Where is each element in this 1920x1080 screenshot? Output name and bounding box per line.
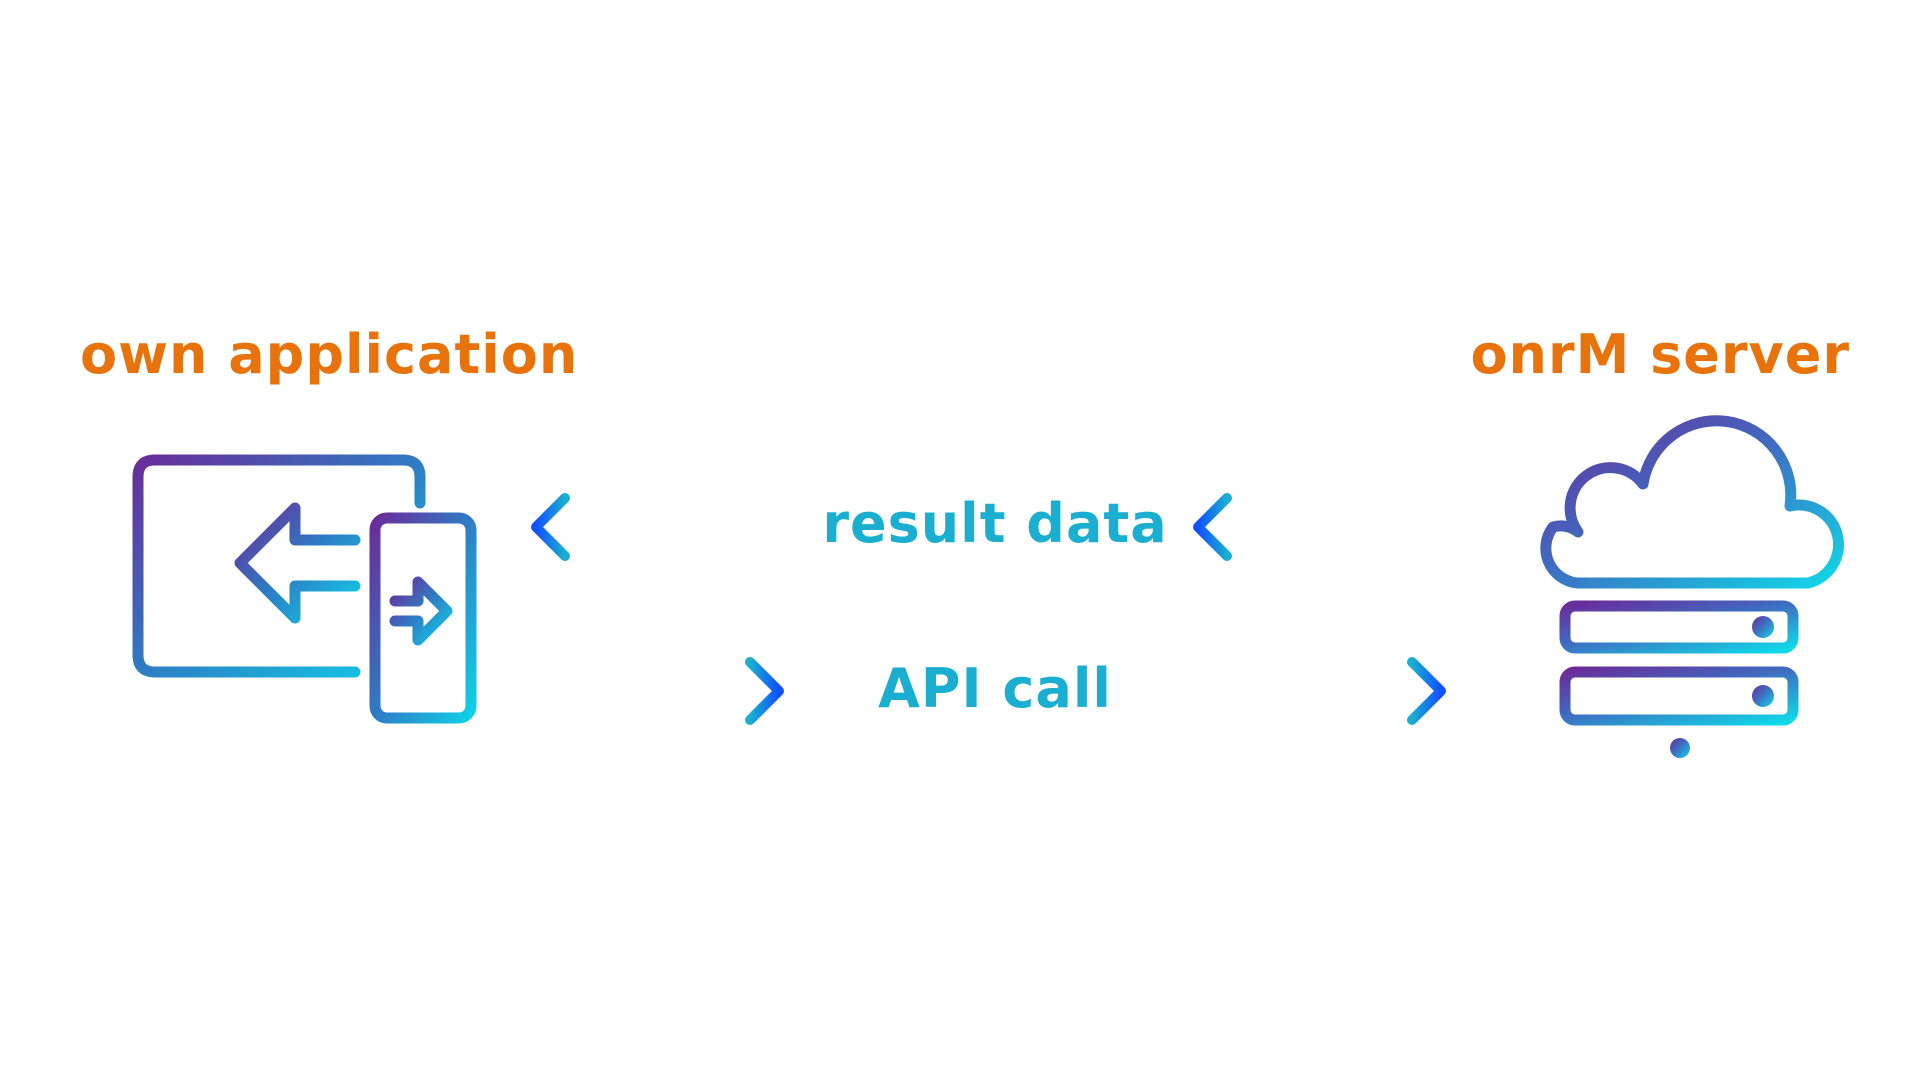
server-title: onrM server bbox=[1470, 323, 1850, 386]
computer-and-phone-sync-icon bbox=[132, 454, 477, 728]
result-arrow-right bbox=[1193, 493, 1447, 561]
api-arrow-right bbox=[1192, 657, 1446, 725]
result-data-label: result data bbox=[822, 492, 1168, 555]
own-application-title: own application bbox=[80, 323, 579, 386]
result-arrow-left bbox=[531, 493, 785, 561]
api-call-label: API call bbox=[878, 657, 1112, 720]
api-arrow-left bbox=[530, 657, 784, 725]
cloud-server-icon bbox=[1509, 415, 1851, 754]
server-status-lights bbox=[1670, 616, 1774, 758]
